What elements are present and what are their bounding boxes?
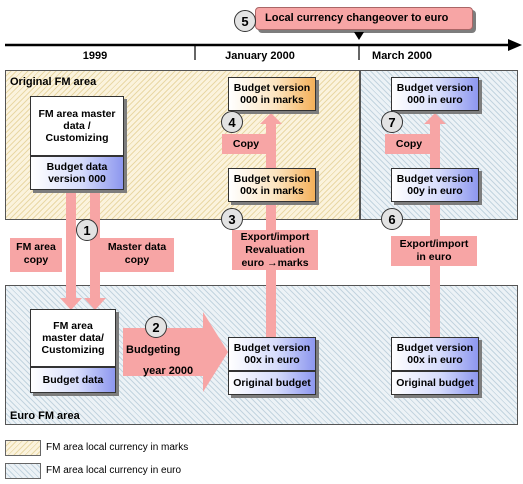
- mar-bv000-euro-label: Budget version 000 in euro: [396, 82, 474, 106]
- period-march-2000: March 2000: [372, 50, 432, 62]
- master-data-copy-label: Master data copy: [100, 238, 174, 272]
- euro-master-data-box: FM area master data/ Customizing: [30, 309, 116, 367]
- jan-bv00x-marks-label: Budget version 00x in marks: [233, 173, 311, 197]
- orig-master-data-box: FM area master data / Customizing: [30, 96, 124, 156]
- mar-bv00y-euro-label: Budget version 00y in euro: [396, 173, 474, 197]
- orig-master-data-label: FM area master data / Customizing: [38, 108, 116, 144]
- export-euro-line1: Export/import: [399, 238, 469, 250]
- copy-label-step4: Copy: [222, 134, 270, 154]
- mar-original-budget-label: Original budget: [396, 377, 474, 389]
- mar-budget-version-000-euro: Budget version 000 in euro: [391, 77, 479, 111]
- export-reval-line2: Revaluation: [245, 244, 305, 256]
- master-copy-line2: copy: [124, 254, 150, 266]
- legend-label-euro: FM area local currency in euro: [46, 465, 182, 476]
- euro-budget-data-box: Budget data: [30, 367, 116, 393]
- export-import-euro-label: Export/import in euro: [391, 236, 477, 266]
- jan-budget-version-00x-euro: Budget version 00x in euro: [228, 337, 316, 371]
- step-2-badge: 2: [145, 316, 167, 338]
- mar-budget-version-00x-euro: Budget version 00x in euro: [391, 337, 479, 371]
- export-revaluation-label: Export/import Revaluation euro →marks: [232, 230, 318, 270]
- jan-original-budget-box: Original budget: [228, 371, 316, 395]
- fm-area-copy-label: FM area copy: [10, 238, 62, 272]
- jan-bv00x-euro-label: Budget version 00x in euro: [233, 342, 311, 366]
- period-january-2000: January 2000: [225, 50, 295, 62]
- mar-original-budget-box: Original budget: [391, 371, 479, 395]
- mar-bv00x-euro-label: Budget version 00x in euro: [396, 342, 474, 366]
- fm-area-copy-line1: FM area: [16, 241, 56, 253]
- mar-budget-version-00y-euro: Budget version 00y in euro: [391, 168, 479, 202]
- step-4-badge: 4: [221, 111, 243, 133]
- step-1-badge: 1: [76, 219, 98, 241]
- jan-original-budget-label: Original budget: [233, 377, 311, 389]
- export-reval-line1: Export/import: [240, 231, 310, 243]
- legend-swatch-marks: [5, 440, 41, 456]
- jan-bv000-marks-label: Budget version 000 in marks: [233, 82, 311, 106]
- budgeting-label-line2: year 2000: [143, 365, 194, 377]
- orig-budget-data-box: Budget data version 000: [30, 156, 124, 190]
- euro-master-data-label: FM area master data/ Customizing: [41, 320, 105, 356]
- export-reval-line3: euro →marks: [241, 257, 309, 269]
- master-copy-line1: Master data: [107, 241, 167, 253]
- legend-swatch-euro: [5, 463, 41, 479]
- legend-label-marks: FM area local currency in marks: [46, 442, 189, 453]
- step-7-badge: 7: [381, 111, 403, 133]
- timeline-axis: [5, 32, 522, 60]
- fm-area-copy-line2: copy: [23, 254, 49, 266]
- orig-budget-data-label: Budget data version 000: [46, 161, 108, 185]
- copy-label-step7: Copy: [385, 134, 433, 154]
- euro-budget-data-label: Budget data: [42, 374, 104, 386]
- step-6-badge: 6: [381, 208, 403, 230]
- euro-fm-area-title: Euro FM area: [10, 410, 80, 422]
- period-1999: 1999: [82, 50, 108, 62]
- export-euro-line2: in euro: [416, 251, 452, 263]
- step-3-badge: 3: [221, 208, 243, 230]
- jan-budget-version-000-marks: Budget version 000 in marks: [228, 77, 316, 111]
- budgeting-label-line1: Budgeting: [126, 344, 181, 356]
- step-5-badge: 5: [234, 10, 256, 32]
- jan-budget-version-00x-marks: Budget version 00x in marks: [228, 168, 316, 202]
- timeline-title: Local currency changeover to euro: [265, 12, 449, 24]
- original-fm-area-title: Original FM area: [10, 76, 97, 88]
